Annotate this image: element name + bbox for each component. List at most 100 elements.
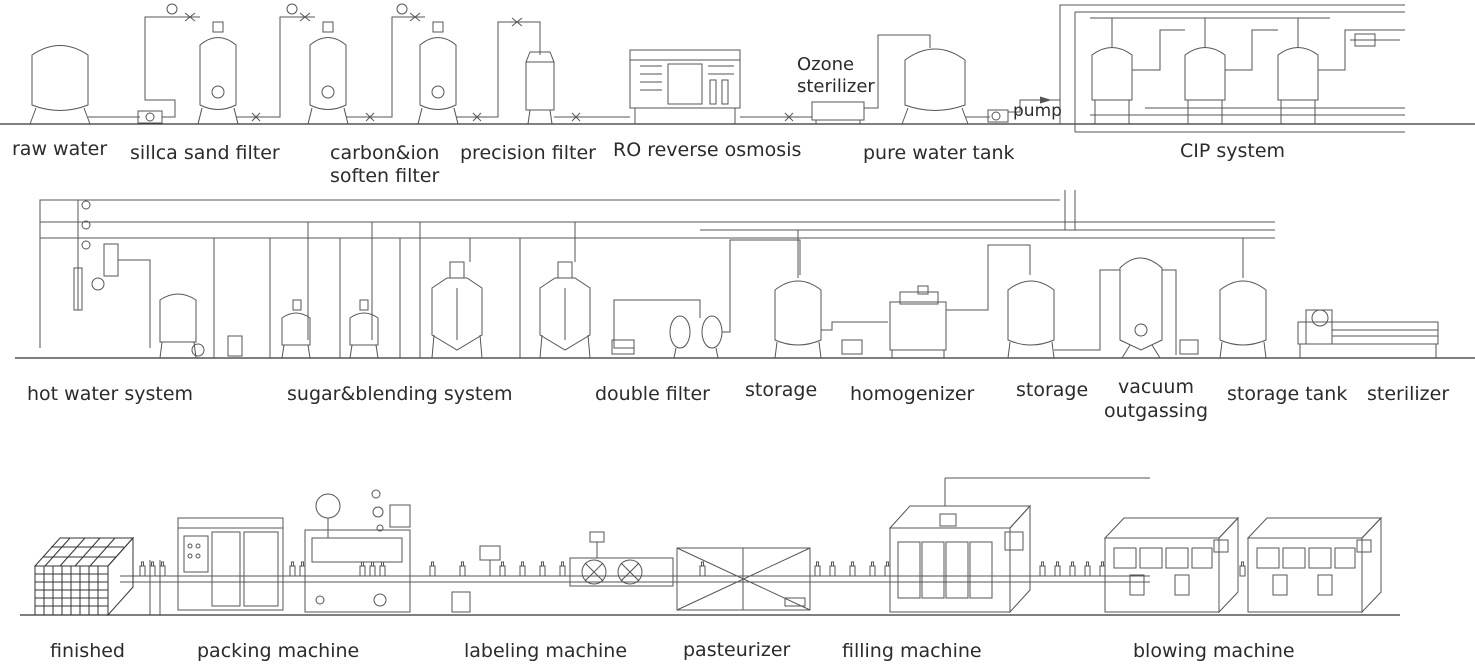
label-labeling-machine: labeling machine <box>464 640 628 662</box>
bottle-neck <box>541 561 544 567</box>
bottle-neck <box>291 561 294 567</box>
label-silica-sand-filter: sillca sand filter <box>130 142 280 164</box>
bottle <box>299 565 306 577</box>
vacuum-outgassing-vessel <box>1119 257 1199 359</box>
bottle-neck <box>501 561 504 567</box>
bottle-neck <box>871 561 874 567</box>
label-carbon-ion: carbon&ion <box>330 142 440 164</box>
bottle <box>849 565 856 577</box>
bottle-neck <box>461 561 464 567</box>
blowing-machine-unit-2 <box>1246 516 1383 614</box>
packing-machine-unit <box>149 517 284 615</box>
shrink-wrap-unit <box>304 489 411 613</box>
precision-filter-unit <box>525 51 630 125</box>
bottle-neck <box>1086 561 1089 567</box>
raw-water-pipe <box>88 3 200 124</box>
bottles-on-conveyor <box>139 561 1246 577</box>
bottle-neck <box>431 561 434 567</box>
bottle-neck <box>1041 561 1044 567</box>
label-ozone-sterilizer: sterilizer <box>797 76 875 97</box>
label-pasteurizer: pasteurizer <box>683 639 791 661</box>
bottle <box>559 565 566 577</box>
bottle <box>699 565 706 577</box>
bottle <box>1239 565 1246 577</box>
bottle-neck <box>1101 561 1104 567</box>
label-ro-reverse-osmosis: RO reverse osmosis <box>613 139 802 161</box>
label-ozone: Ozone <box>797 54 855 75</box>
labeling-machine-unit <box>451 531 674 613</box>
finished-goods-stack <box>33 536 135 617</box>
bottle <box>149 565 156 577</box>
bottle <box>1039 565 1046 577</box>
label-hot-water-system: hot water system <box>27 383 194 405</box>
bottle <box>289 565 296 577</box>
bottle-neck <box>151 561 154 567</box>
bottle-neck <box>831 561 834 567</box>
storage-tank-3 <box>1219 238 1267 359</box>
carbon-ion-filter-tank <box>307 3 425 125</box>
bottle <box>884 565 891 577</box>
storage-tank-2 <box>1007 269 1120 359</box>
bottle <box>379 565 386 577</box>
bottle-neck <box>701 561 704 567</box>
bottle-neck <box>886 561 889 567</box>
bottle <box>459 565 466 577</box>
storage-tank-1 <box>774 230 888 359</box>
bottle <box>159 565 166 577</box>
homogenizer-machine <box>889 244 1031 358</box>
bottle-neck <box>1056 561 1059 567</box>
double-filter-unit <box>611 239 801 359</box>
bottle-neck <box>521 561 524 567</box>
label-pure-water-tank: pure water tank <box>863 142 1015 164</box>
label-precision-filter: precision filter <box>460 142 596 164</box>
bottle-neck <box>816 561 819 567</box>
label-storage-1: storage <box>745 379 818 401</box>
bottle <box>814 565 821 577</box>
silica-sand-filter-tank <box>197 3 315 125</box>
label-outgassing: outgassing <box>1104 400 1208 422</box>
label-packing-machine: packing machine <box>197 640 360 662</box>
ro-machine <box>629 49 812 124</box>
bottle-neck <box>851 561 854 567</box>
sugar-blending-unit <box>269 222 591 359</box>
bottle-neck <box>381 561 384 567</box>
label-cip-system: CIP system <box>1180 140 1286 162</box>
bottle-neck <box>561 561 564 567</box>
label-finished: finished <box>50 640 125 662</box>
soften-filter-tank <box>417 17 541 125</box>
bottle-neck <box>161 561 164 567</box>
hot-water-system-unit <box>73 200 243 359</box>
bottle <box>539 565 546 577</box>
bottle <box>1084 565 1091 577</box>
label-sterilizer: sterilizer <box>1367 383 1450 405</box>
bottle-neck <box>301 561 304 567</box>
bottle <box>869 565 876 577</box>
label-raw-water: raw water <box>12 138 108 160</box>
label-blowing-machine: blowing machine <box>1133 640 1295 662</box>
pasteurizer-unit <box>676 547 811 611</box>
ozone-sterilizer-box <box>811 34 931 124</box>
blowing-machine-unit-1 <box>1103 516 1240 614</box>
bottle <box>499 565 506 577</box>
bottle <box>1099 565 1106 577</box>
cip-system-unit <box>1059 4 1405 230</box>
label-storage-2: storage <box>1016 379 1089 401</box>
bottle <box>139 565 146 577</box>
label-homogenizer: homogenizer <box>850 383 975 405</box>
filling-machine-unit <box>888 477 1150 614</box>
label-pump: pump <box>1013 101 1062 121</box>
bottle <box>429 565 436 577</box>
bottle <box>1054 565 1061 577</box>
label-storage-tank: storage tank <box>1227 383 1348 405</box>
bottle-neck <box>1241 561 1244 567</box>
pure-water-tank-vessel <box>901 48 1060 125</box>
bottle-neck <box>141 561 144 567</box>
raw-water-tank <box>29 45 91 125</box>
label-filling-machine: filling machine <box>842 640 982 662</box>
sterilizer-machine <box>1297 309 1439 358</box>
label-sugar-blending-system: sugar&blending system <box>287 383 513 405</box>
label-double-filter: double filter <box>595 383 710 405</box>
bottle <box>1069 565 1076 577</box>
bottle <box>829 565 836 577</box>
label-vacuum: vacuum <box>1118 376 1194 398</box>
